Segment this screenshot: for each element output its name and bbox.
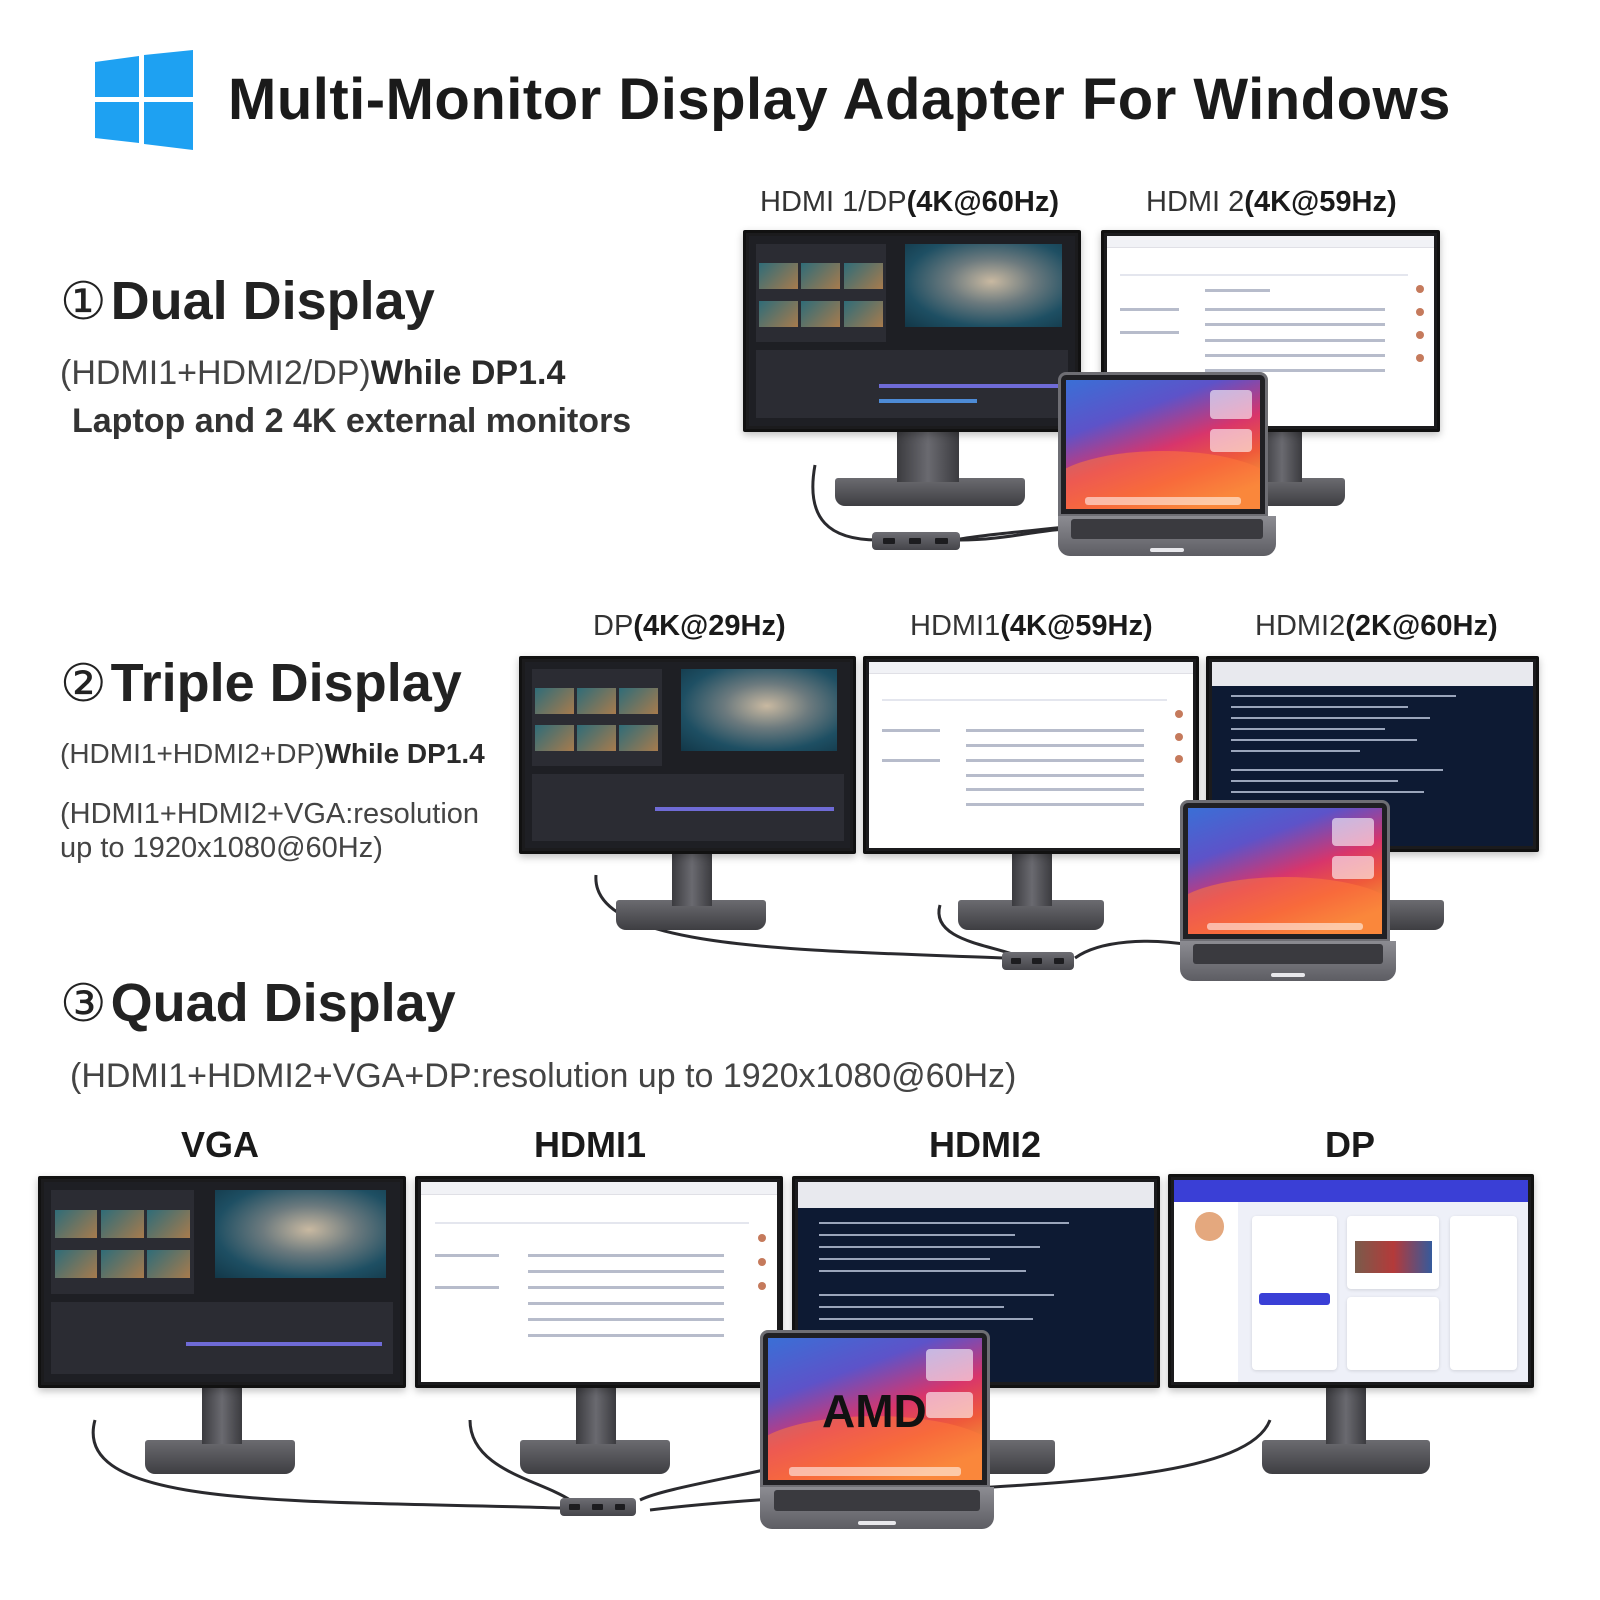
section3-port-hdmi2-label: HDMI2 (928, 1124, 1041, 1165)
laptop-base (1180, 941, 1396, 981)
section3-port-hdmi1-label: HDMI1 (533, 1124, 646, 1165)
section2-port-2-label: HDMI1(4K@59Hz) (910, 610, 1153, 643)
section1-subtitle-bold: While DP1.4 (370, 354, 566, 392)
web-dashboard-screen (421, 1182, 777, 1382)
monitor-stand-foot (1262, 1440, 1430, 1474)
main-title: Multi-Monitor Display Adapter For Window… (228, 67, 1451, 132)
section3-title: ③Quad Display (60, 972, 456, 1034)
port-label-plain: HDMI1 (910, 610, 1001, 642)
monitor-stand-neck (1326, 1382, 1366, 1444)
section1-title: ①Dual Display (60, 270, 435, 332)
section2-note-line1: (HDMI1+HDMI2+VGA:resolution (60, 798, 480, 830)
port-label-bold: (2K@60Hz) (1345, 610, 1498, 642)
section1-number: ① (60, 273, 107, 331)
section1-title-text: Dual Display (110, 271, 435, 331)
section3-title-text: Quad Display (110, 973, 456, 1033)
video-editor-screen (44, 1182, 400, 1382)
monitor-dp (519, 656, 856, 854)
port-label-plain: HDMI2 (1255, 610, 1346, 642)
laptop-screen (760, 1330, 990, 1488)
monitor-stand-neck (202, 1382, 242, 1444)
windows-logo-icon (95, 50, 193, 150)
port-label-bold: (4K@29Hz) (633, 610, 786, 642)
monitor-hdmi1-dp (743, 230, 1081, 432)
section2-subtitle-plain: (HDMI1+HDMI2+DP) (60, 738, 325, 769)
section3-port-dp-label: DP (1324, 1124, 1375, 1165)
monitor-hdmi1 (863, 656, 1199, 854)
port-label-bold: (4K@59Hz) (1244, 186, 1397, 218)
sports-app-screen (1174, 1180, 1528, 1382)
port-label-bold: (4K@60Hz) (906, 186, 1060, 218)
section2-title-text: Triple Display (110, 653, 462, 713)
section3-port-vga-label: VGA (180, 1124, 259, 1165)
port-label-plain: HDMI 1/DP (760, 186, 907, 218)
macos-wallpaper (1188, 808, 1382, 934)
port-label-plain: HDMI 2 (1146, 186, 1245, 218)
laptop-screen (1058, 372, 1268, 517)
section3-number: ③ (60, 975, 107, 1033)
monitor-stand-foot (835, 478, 1025, 506)
usb-c-hub (560, 1498, 636, 1516)
section1-subtitle-plain: (HDMI1+HDMI2/DP) (60, 354, 371, 392)
monitor-stand-neck (576, 1382, 616, 1444)
section2-subtitle: (HDMI1+HDMI2+DP)While DP1.4 (60, 738, 485, 770)
section2-port-3-label: HDMI2(2K@60Hz) (1255, 610, 1498, 643)
section1-subtitle: (HDMI1+HDMI2/DP)While DP1.4 (60, 354, 565, 393)
monitor-stand-foot (145, 1440, 295, 1474)
monitor-stand-neck (672, 848, 712, 906)
section2-number: ② (60, 655, 107, 713)
laptop-screen (1180, 800, 1390, 942)
section2-port-1-label: DP(4K@29Hz) (593, 610, 786, 643)
section3-subtitle: (HDMI1+HDMI2+VGA+DP:resolution up to 192… (70, 1057, 1017, 1095)
laptop-base (760, 1487, 994, 1529)
section2-note-line2: up to 1920x1080@60Hz) (60, 832, 383, 864)
video-editor-screen (525, 662, 850, 848)
port-label-bold: (4K@59Hz) (1000, 610, 1153, 642)
monitor-dp (1168, 1174, 1534, 1388)
section2-subtitle-bold: While DP1.4 (324, 738, 485, 769)
usb-c-hub (1002, 952, 1074, 970)
monitor-stand-foot (520, 1440, 670, 1474)
section1-port-1-label: HDMI 1/DP(4K@60Hz) (760, 186, 1059, 219)
web-dashboard-screen (869, 662, 1193, 848)
video-editor-screen (749, 236, 1075, 426)
section2-title: ②Triple Display (60, 652, 462, 714)
amd-label: AMD (822, 1385, 927, 1437)
section1-line2: Laptop and 2 4K external monitors (72, 402, 632, 440)
section1-port-2-label: HDMI 2(4K@59Hz) (1146, 186, 1397, 219)
usb-c-hub (872, 532, 960, 550)
port-label-plain: DP (593, 610, 634, 642)
macos-wallpaper (1066, 380, 1260, 509)
monitor-hdmi1 (415, 1176, 783, 1388)
monitor-vga (38, 1176, 406, 1388)
macos-wallpaper (768, 1338, 982, 1480)
monitor-stand-neck (1012, 848, 1052, 906)
laptop-base (1058, 516, 1276, 556)
